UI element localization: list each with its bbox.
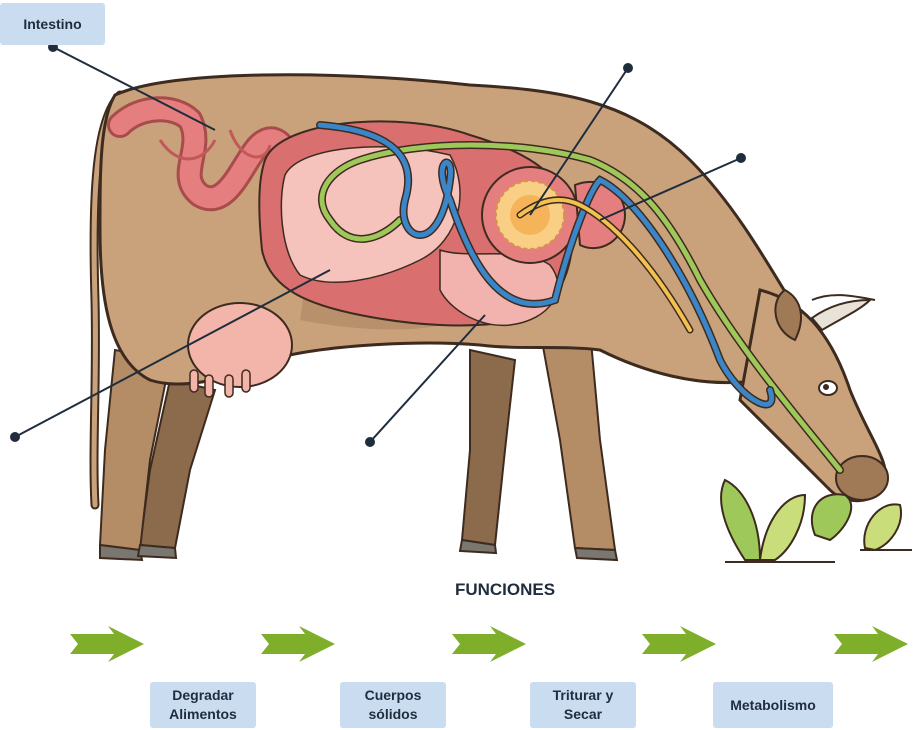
- arrow-icon: [642, 626, 716, 662]
- arrow-icon: [261, 626, 335, 662]
- function-metabolismo: Metabolismo: [713, 682, 833, 728]
- function-degradar-alimentos: Degradar Alimentos: [150, 682, 256, 728]
- arrow-icon: [834, 626, 908, 662]
- cow-udder: [187, 302, 293, 398]
- arrow-icon: [70, 626, 144, 662]
- plants: [720, 478, 912, 563]
- function-cuerpos-solidos: Cuerpos sólidos: [340, 682, 446, 728]
- functions-title: FUNCIONES: [454, 580, 556, 599]
- function-triturar-y-secar: Triturar y Secar: [530, 682, 636, 728]
- digestive-flow-paths: [316, 121, 844, 474]
- callout-lines: [10, 42, 746, 447]
- intestine-label: Intestino: [0, 3, 105, 45]
- cow-head: [738, 288, 889, 503]
- arrow-icon: [452, 626, 526, 662]
